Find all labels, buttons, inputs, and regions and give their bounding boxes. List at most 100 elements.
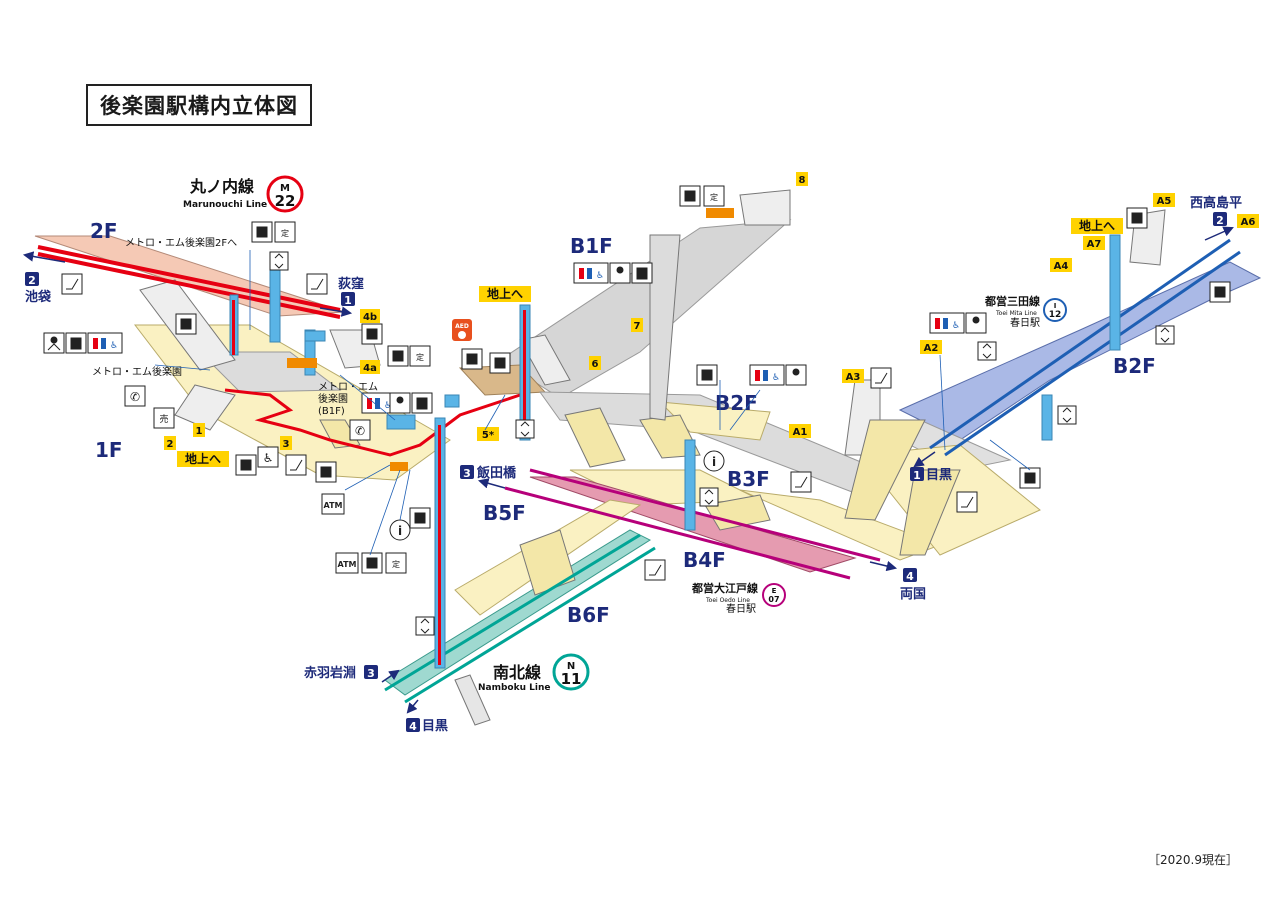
namboku-track-2: [404, 546, 656, 704]
marunouchi-line-en: Marunouchi Line: [183, 200, 267, 210]
svg-text:ATM: ATM: [324, 501, 343, 510]
metro-em-label: メトロ・エム後楽園: [92, 365, 182, 378]
elevator-icon: [1155, 325, 1175, 345]
oedo-line-en: Toei Oedo Line: [705, 597, 750, 604]
mita-badge-number: 12: [1049, 310, 1062, 320]
svg-text:定: 定: [392, 559, 400, 569]
metro-em-b1f-label-1: メトロ・エム: [318, 381, 378, 393]
svg-text:ATM: ATM: [338, 560, 357, 569]
locker-icon: [409, 507, 431, 529]
exit-6[interactable]: 6: [589, 356, 601, 370]
oedo-badge-number: 07: [768, 595, 779, 604]
exit-1[interactable]: 1: [193, 423, 205, 437]
escalator-icon: [285, 454, 307, 476]
exit-a3[interactable]: A3: [842, 369, 864, 383]
mita-badge-letter: I: [1054, 302, 1057, 310]
svg-text:A1: A1: [793, 427, 808, 438]
exit-a7[interactable]: A7: [1083, 236, 1105, 250]
svg-text:i: i: [398, 524, 402, 538]
mita-station-badge: [1043, 298, 1067, 322]
exit-4b[interactable]: 4b: [360, 309, 380, 323]
exit-4a[interactable]: 4a: [360, 360, 380, 374]
escalator-icon: [306, 273, 328, 295]
svg-text:定: 定: [710, 192, 718, 202]
svg-text:✆: ✆: [355, 424, 365, 438]
oedo-station-badge: [762, 583, 786, 607]
oedo-line-name: 都営大江戸線: [691, 581, 758, 595]
direction-meguro-namboku: 4 目黒: [406, 699, 448, 734]
info-icon: i: [389, 519, 411, 541]
svg-text:売: 売: [159, 413, 168, 425]
svg-text:1: 1: [344, 294, 352, 307]
svg-text:1: 1: [913, 469, 921, 482]
svg-text:3: 3: [283, 439, 290, 450]
fare-adjust-icon: 定: [385, 552, 407, 574]
svg-text:♿: ♿: [952, 321, 960, 331]
info-icon: i: [703, 450, 725, 472]
marunouchi-track-1: [37, 245, 341, 312]
direction-ryogoku: 4 両国: [869, 560, 926, 602]
ticket-machine-icon: [489, 352, 511, 374]
baby-icon: [965, 312, 987, 334]
exit-a2[interactable]: A2: [920, 340, 942, 354]
exit-5[interactable]: 5*: [477, 427, 499, 441]
escalator-icon: [61, 273, 83, 295]
fare-adjust-icon: 定: [703, 185, 725, 207]
direction-ikebukuro: 2 池袋: [22, 251, 66, 305]
toilet-icon: ♿: [87, 332, 123, 354]
floor-mita-slab: [898, 261, 1262, 441]
svg-text:地上へ: 地上へ: [1079, 218, 1115, 233]
exit-a6[interactable]: A6: [1237, 214, 1259, 228]
svg-text:♿: ♿: [772, 373, 780, 383]
page-title: 後楽園駅構内立体図: [86, 84, 312, 126]
exit-8[interactable]: 8: [796, 172, 808, 186]
svg-text:西高島平: 西高島平: [1190, 195, 1242, 211]
svg-text:4a: 4a: [363, 363, 377, 374]
exit-a5[interactable]: A5: [1153, 193, 1175, 207]
locker-icon: [361, 323, 383, 345]
locker-icon: [315, 461, 337, 483]
svg-text:3: 3: [463, 467, 471, 480]
escalator-icon: [956, 491, 978, 513]
floor-label-b2f-right: B2F: [1113, 354, 1156, 378]
elevator-icon: [699, 487, 719, 507]
svg-text:目黒: 目黒: [422, 718, 448, 734]
svg-text:♿: ♿: [263, 451, 274, 465]
elevator-red-bar-2: [523, 310, 526, 435]
toilet-icon: ♿: [749, 364, 785, 386]
toilet-icon: ♿: [573, 262, 609, 284]
marunouchi-badge-number: 22: [275, 192, 296, 210]
elevator-icon: [415, 616, 435, 636]
ticket-machine-icon: [175, 313, 197, 335]
svg-text:7: 7: [634, 321, 641, 332]
atm-icon: ATM: [321, 493, 345, 515]
svg-text:2: 2: [1216, 214, 1224, 227]
exit-badges: 1 2 3 4b 4a 5* 6 7 8 A1 A2 A3 A4 A5 A6 A…: [164, 172, 1259, 450]
wheelchair-icon: ♿: [257, 446, 279, 468]
svg-text:地上へ: 地上へ: [185, 451, 221, 466]
svg-text:i: i: [712, 455, 716, 469]
exit-3[interactable]: 3: [280, 436, 292, 450]
exit-a4[interactable]: A4: [1050, 258, 1072, 272]
svg-text:A2: A2: [924, 343, 939, 354]
oedo-station-name: 春日駅: [726, 603, 756, 615]
nursing-room-icon: [631, 262, 653, 284]
metro-em-2f-label: メトロ・エム後楽園2Fへ: [125, 236, 237, 249]
svg-text:♿: ♿: [110, 341, 118, 351]
svg-text:4: 4: [906, 570, 914, 583]
svg-text:両国: 両国: [900, 587, 926, 602]
svg-text:4b: 4b: [363, 312, 377, 323]
exit-7[interactable]: 7: [631, 318, 643, 332]
svg-text:A7: A7: [1087, 239, 1102, 250]
svg-text:定: 定: [416, 352, 424, 362]
floor-label-b1f: B1F: [570, 234, 613, 258]
oedo-badge-letter: E: [772, 587, 777, 595]
exit-a1[interactable]: A1: [789, 424, 811, 438]
phone-icon: ✆: [349, 419, 371, 441]
exit-2[interactable]: 2: [164, 436, 176, 450]
toilet-icon: ♿: [929, 312, 965, 334]
svg-text:✆: ✆: [130, 390, 140, 404]
namboku-badge-letter: N: [567, 661, 575, 672]
locker-icon: [235, 454, 257, 476]
